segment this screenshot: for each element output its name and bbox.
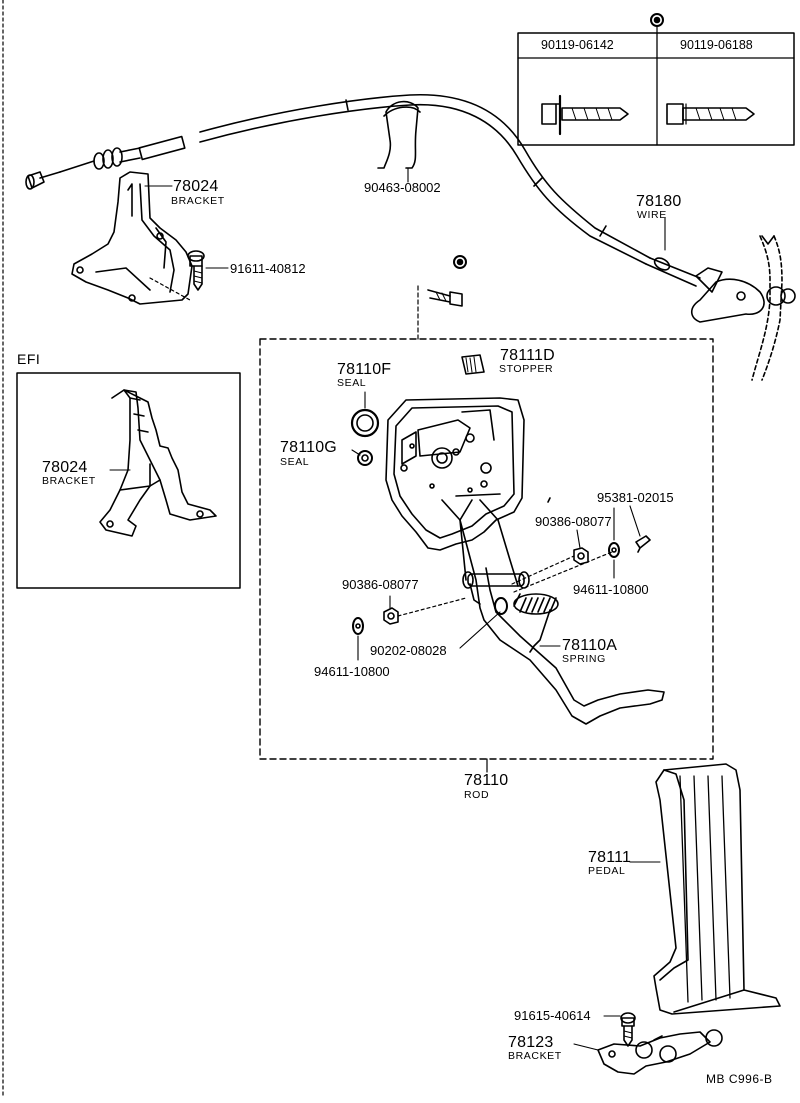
leader-lines — [109, 167, 666, 1051]
table-header-col2: 90119-06188 — [680, 38, 753, 52]
part-name-seal-f: SEAL — [337, 377, 367, 389]
part-name-wire: WIRE — [637, 209, 667, 221]
part-number-95381: 95381-02015 — [597, 490, 674, 505]
part-number-78110: 78110 — [464, 772, 509, 789]
pedal-bracket — [385, 397, 525, 551]
part-number-78024: 78024 — [173, 178, 219, 195]
part-name-rod: ROD — [464, 789, 490, 801]
stopper — [461, 354, 485, 375]
part-number-78024-efi: 78024 — [42, 459, 88, 476]
part-name-bracket-efi: BRACKET — [42, 475, 96, 487]
part-number-78180: 78180 — [636, 193, 682, 210]
part-name-bracket-78123: BRACKET — [508, 1050, 562, 1062]
part-number-78110A: 78110A — [562, 637, 618, 654]
bracket-78123 — [597, 1029, 723, 1075]
fasteners-left — [352, 597, 508, 635]
rod-assembly-box — [259, 338, 714, 760]
part-name-seal-g: SEAL — [280, 456, 310, 468]
part-number-91611: 91611-40812 — [230, 261, 306, 276]
part-number-78110F: 78110F — [337, 361, 392, 378]
accelerator-wire — [25, 93, 796, 381]
return-spring — [513, 593, 559, 653]
bracket-78024-top — [71, 171, 193, 305]
part-number-91615: 91615-40614 — [514, 1008, 591, 1023]
part-name-bracket: BRACKET — [171, 195, 225, 207]
efi-box — [16, 372, 241, 589]
bolt-91611 — [187, 250, 205, 291]
part-number-90386-left: 90386-08077 — [342, 577, 419, 592]
seal-78110F — [350, 408, 380, 438]
seal-78110G — [357, 450, 373, 466]
part-name-pedal: PEDAL — [588, 865, 626, 877]
pivot-bolt — [417, 255, 467, 341]
fasteners-right — [511, 497, 651, 593]
part-name-stopper: STOPPER — [499, 363, 554, 375]
reference-code: MB C996-B — [706, 1072, 773, 1086]
part-name-spring: SPRING — [562, 653, 606, 665]
accelerator-pedal — [653, 763, 781, 1015]
part-number-78111D: 78111D — [500, 347, 555, 364]
part-number-90202: 90202-08028 — [370, 643, 447, 658]
part-number-94611-right: 94611-10800 — [573, 582, 649, 597]
bolt-91615 — [620, 1012, 636, 1047]
efi-label: EFI — [17, 351, 41, 367]
bolt-icon — [666, 103, 755, 125]
cable-clip — [377, 100, 421, 169]
bolt-with-washer-icon — [541, 94, 629, 136]
part-number-78123: 78123 — [508, 1034, 554, 1051]
pedal-rod — [441, 499, 665, 725]
part-number-90386-right: 90386-08077 — [535, 514, 612, 529]
part-number-94611-left: 94611-10800 — [314, 664, 390, 679]
part-number-78111: 78111 — [588, 849, 632, 866]
part-number-90463: 90463-08002 — [364, 180, 441, 195]
table-header-col1: 90119-06142 — [541, 38, 614, 52]
fastener-table — [517, 13, 795, 146]
part-number-78110G: 78110G — [280, 439, 337, 456]
